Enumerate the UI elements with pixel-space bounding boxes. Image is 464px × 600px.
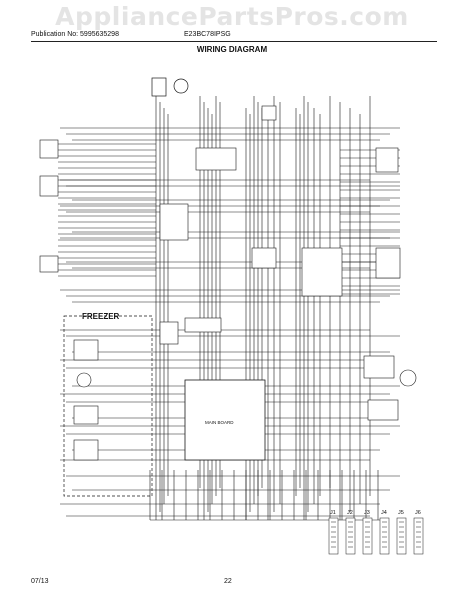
connector-block-left [159, 203, 189, 241]
ice-maker-component [375, 147, 399, 173]
left-switch-component [39, 139, 59, 159]
connector-block-small [261, 105, 277, 121]
condenser-component [367, 399, 399, 421]
defrost-heater-component [73, 339, 99, 361]
connector-block-mid [251, 247, 277, 269]
water-valve-component [375, 247, 401, 279]
connector-pin-block [396, 517, 407, 555]
evaporator-fan-component [399, 369, 417, 387]
footer-date: 07/13 [31, 578, 49, 585]
connector-pin-block [345, 517, 356, 555]
connector-block-center [184, 317, 222, 333]
main-board-label: MAIN BOARD [205, 420, 234, 425]
bottom-connector-row: J1 J2 J3 J4 J5 J6 [328, 510, 424, 555]
freezer-compartment-box [63, 315, 153, 497]
connector-block-right [301, 247, 343, 297]
connector-label: J4 [381, 510, 387, 516]
connector-pin-block [328, 517, 339, 555]
door-switch-component [151, 77, 167, 97]
damper-motor-component [173, 78, 189, 94]
freezer-sensor-component [73, 405, 99, 425]
connector-block-top [195, 147, 237, 171]
freezer-light-component [73, 439, 99, 461]
model-number: E23BC78IPSG [184, 31, 231, 38]
main-board-box [184, 379, 266, 461]
connector-pin-block [413, 517, 424, 555]
connector-block-freezer [159, 321, 179, 345]
left-heater-component [39, 255, 59, 273]
freezer-fan-component [76, 372, 92, 388]
connector-label: J2 [347, 510, 353, 516]
watermark-logo: AppliancePartsPros.com [55, 2, 409, 31]
page-title: WIRING DIAGRAM [196, 45, 268, 54]
connector-label: J6 [415, 510, 421, 516]
page-number: 22 [224, 578, 232, 585]
publication-number: Publication No: 5995635298 [31, 31, 119, 38]
connector-label: J3 [364, 510, 370, 516]
connector-pin-block [362, 517, 373, 555]
connector-label: J5 [398, 510, 404, 516]
left-light-component [39, 175, 59, 197]
fan-motor-component [363, 355, 395, 379]
connector-pin-block [379, 517, 390, 555]
freezer-label: FREEZER [82, 312, 120, 321]
connector-label: J1 [330, 510, 336, 516]
header-rule [31, 41, 437, 42]
